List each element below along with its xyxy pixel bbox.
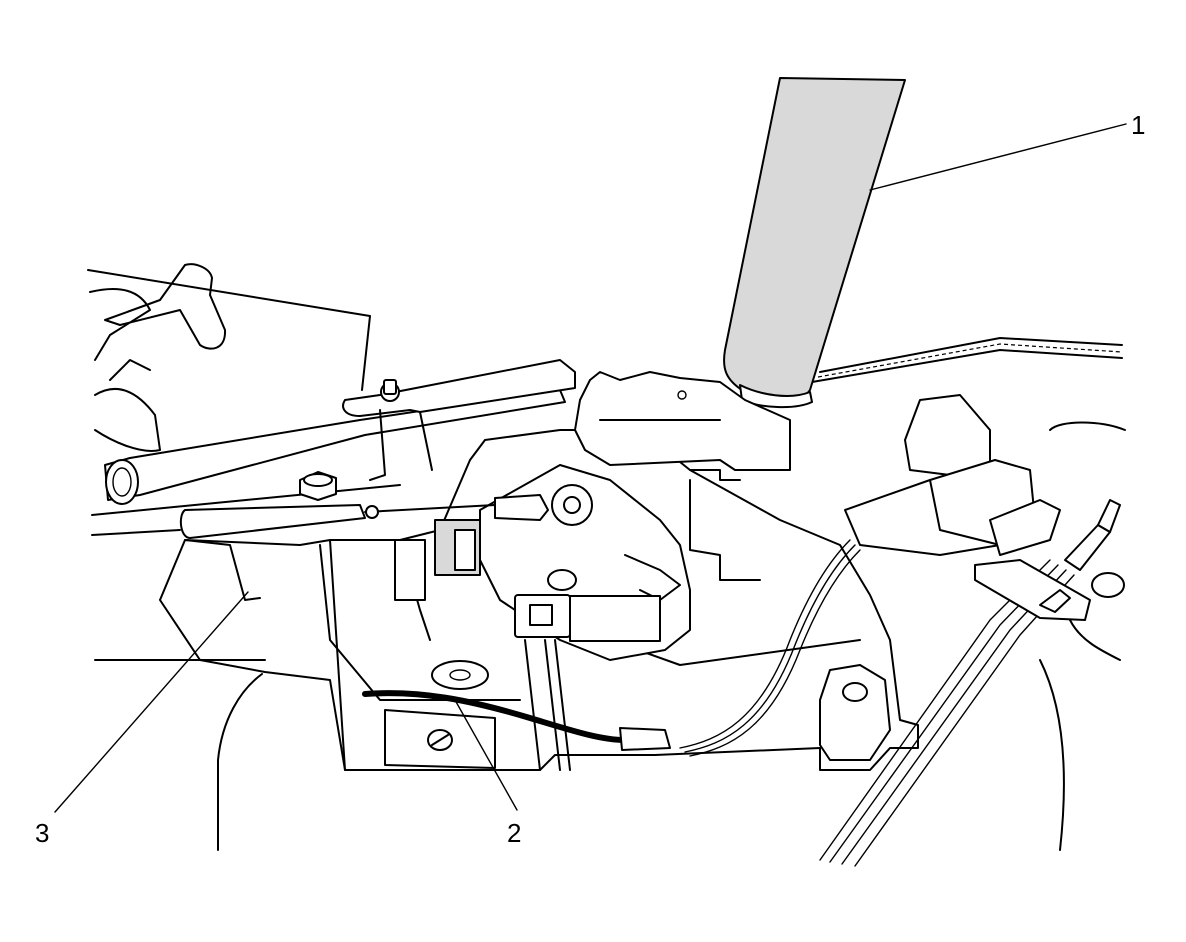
test-probe [974, 499, 1125, 621]
leader-lines [54, 123, 1127, 813]
transverse-rod [91, 389, 566, 536]
upper-bracket [342, 359, 576, 481]
housing-bolt [299, 471, 337, 501]
ground-wire [362, 660, 671, 769]
shift-lever [723, 77, 906, 409]
harness-connector [844, 394, 1061, 556]
leader-line-2 [454, 699, 518, 811]
detent-plate [574, 371, 791, 471]
callout-1-label: 1 [1131, 110, 1146, 140]
callout-2-label: 2 [507, 818, 522, 848]
console-outline [87, 269, 1126, 851]
left-hose [94, 263, 227, 452]
leader-line-3 [54, 591, 249, 813]
shift-cable [179, 494, 549, 539]
park-switch [514, 569, 661, 771]
carpet-edge [811, 337, 1123, 383]
leader-line-1 [869, 123, 1127, 191]
callout-3-label: 3 [35, 818, 50, 848]
